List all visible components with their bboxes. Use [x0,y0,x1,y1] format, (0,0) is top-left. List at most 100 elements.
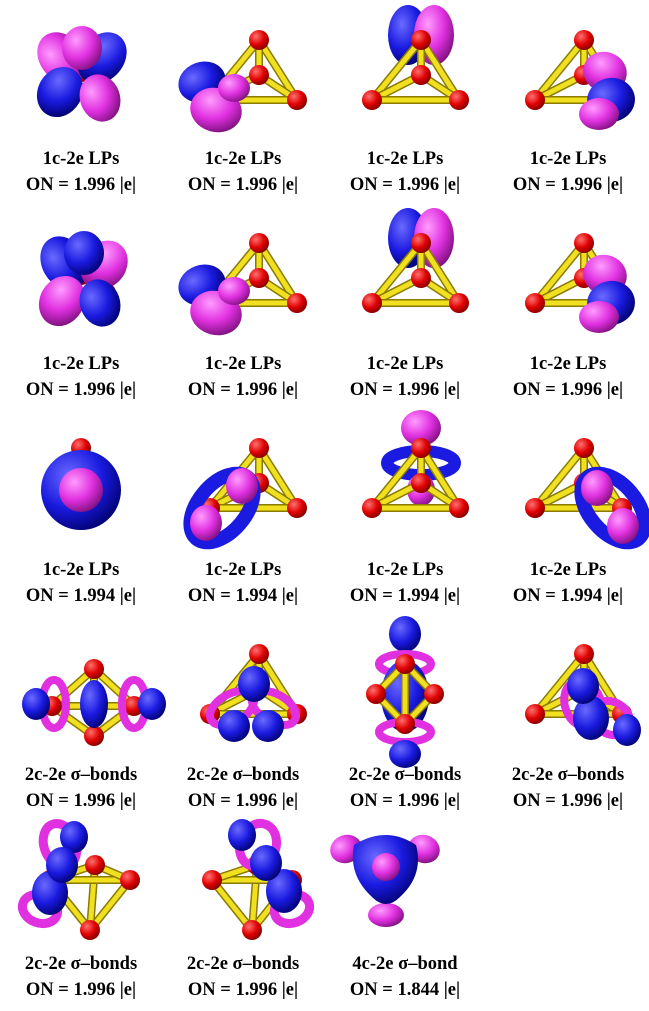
orbital-isosurface [525,233,635,333]
oxygen-atom [411,438,431,458]
orbital-type-label: 1c-2e LPs [366,149,444,169]
bond-stick [256,240,300,306]
occupation-number-label: ON = 1.996 |e| [349,380,461,400]
orbital-type-label: 1c-2e LPs [366,560,444,580]
positive-lobe [22,688,50,720]
orbital-type-label: 2c-2e σ–bonds [511,765,625,785]
oxygen-atom [249,644,269,664]
orbital-type-label: 4c-2e σ–bond [352,954,458,974]
occupation-number-label: ON = 1.996 |e| [512,175,624,195]
oxygen-atom [249,233,269,253]
oxygen-atom [287,498,307,518]
occupation-number-label: ON = 1.996 |e| [25,791,137,811]
orbital-cell-3-2: 1c-2e LPs ON = 1.994 |e| [162,408,324,611]
positive-lobe [238,666,270,702]
oxygen-atom [84,659,104,679]
oxygen-atom [411,233,431,253]
negative-lobe [79,74,121,122]
orbital-cell-4-1: 2c-2e σ–bonds ON = 1.996 |e| [0,614,166,816]
orbital-isosurface [183,438,307,550]
negative-lobe [62,26,102,70]
oxygen-atom [287,293,307,313]
bond-stick [87,877,133,933]
oxygen-atom [525,704,545,724]
oxygen-atom [525,90,545,110]
oxygen-atom [411,65,431,85]
positive-lobe [567,668,599,704]
oxygen-atom [449,293,469,313]
negative-lobe [401,410,441,446]
occupation-number-label: ON = 1.996 |e| [349,791,461,811]
oxygen-atom [287,90,307,110]
negative-lobe [226,468,258,504]
orbital-isosurface [366,616,444,768]
negative-lobe [579,98,619,130]
core-lobe [59,468,103,512]
positive-lobe [266,869,302,913]
oxygen-atom [525,498,545,518]
orbital-type-label: 1c-2e LPs [42,354,120,374]
oxygen-atom [249,65,269,85]
negative-lobe [218,277,250,305]
orbital-type-label: 1c-2e LPs [204,560,282,580]
orbital-isosurface [41,438,121,530]
orbital-type-label: 1c-2e LPs [42,560,120,580]
occupation-number-label: ON = 1.994 |e| [512,586,624,606]
occupation-number-label: ON = 1.994 |e| [25,586,137,606]
orbital-type-label: 1c-2e LPs [204,354,282,374]
occupation-number-label: ON = 1.996 |e| [512,380,624,400]
orbital-type-label: 2c-2e σ–bonds [186,765,300,785]
occupation-number-label: ON = 1.996 |e| [512,791,624,811]
oxygen-atom [525,293,545,313]
oxygen-atom [249,438,269,458]
oxygen-atom [362,293,382,313]
positive-lobe [79,279,121,327]
oxygen-atom [85,855,105,875]
negative-lobe [368,903,404,927]
positive-lobe [389,616,421,652]
oxygen-atom [120,870,140,890]
negative-lobe [190,505,222,541]
orbital-type-label: 2c-2e σ–bonds [348,765,462,785]
bond-stick [418,37,462,103]
positive-lobe [64,231,104,275]
orbital-cell-4-3: 2c-2e σ–bonds ON = 1.996 |e| [324,614,486,816]
orbital-cell-5-3: 4c-2e σ–bond ON = 1.844 |e| [324,805,486,1005]
orbital-cell-1-4: 1c-2e LPs ON = 1.996 |e| [487,0,649,200]
positive-lobe [60,821,88,853]
occupation-number-label: ON = 1.996 |e| [349,175,461,195]
bond-stick [532,37,587,103]
orbital-isosurface [178,233,307,336]
occupation-number-label: ON = 1.994 |e| [187,586,299,606]
bond-stick [532,445,587,511]
oxygen-atom [80,920,100,940]
negative-lobe [218,74,250,102]
orbital-type-label: 1c-2e LPs [529,149,607,169]
orbital-isosurface [525,438,649,550]
orbital-isosurface [17,819,140,940]
positive-lobe [138,688,166,720]
orbital-isosurface [525,30,635,130]
occupation-number-label: ON = 1.844 |e| [349,980,461,1000]
orbital-type-label: 2c-2e σ–bonds [24,765,138,785]
occupation-number-label: ON = 1.996 |e| [187,175,299,195]
negative-lobe [581,470,613,506]
oxygen-atom [574,233,594,253]
oxygen-atom [574,438,594,458]
orbital-isosurface [202,818,315,940]
bond-stick [209,877,255,933]
oxygen-atom [449,90,469,110]
orbital-isosurface [362,410,469,518]
oxygen-atom [574,30,594,50]
bond-stick [418,240,462,306]
positive-lobe [573,696,609,740]
occupation-number-label: ON = 1.996 |e| [187,980,299,1000]
